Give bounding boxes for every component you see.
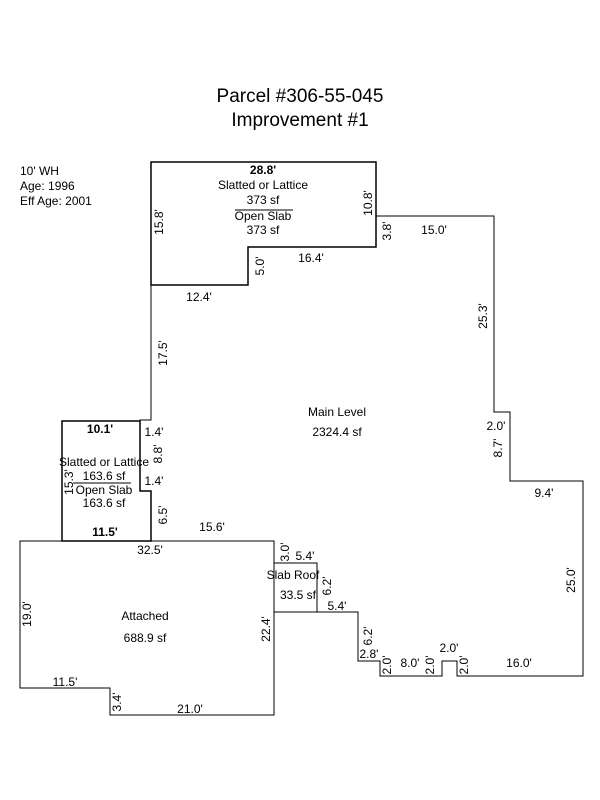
dim-11-5-top: 11.5' (92, 525, 118, 539)
dim-5-4-b: 5.4' (328, 599, 347, 613)
dim-32-5: 32.5' (137, 543, 163, 557)
main-level-sf: 2324.4 sf (312, 425, 362, 439)
left-porch-sf-2: 163.6 sf (83, 496, 126, 510)
dim-21-0: 21.0' (177, 702, 203, 716)
dim-5-0: 5.0' (253, 257, 267, 276)
dim-2-8: 2.8' (360, 647, 379, 661)
dim-9-4: 9.4' (535, 486, 554, 500)
left-porch-label-1: Slatted or Lattice (59, 455, 149, 469)
dim-22-4: 22.4' (259, 616, 273, 642)
garage-outline (19, 540, 275, 716)
slab-roof-sf: 33.5 sf (280, 588, 317, 602)
dim-2-0-right: 2.0' (487, 419, 506, 433)
dim-15-6: 15.6' (199, 520, 225, 534)
dim-8-7: 8.7' (491, 439, 505, 458)
dim-top-left: 15.8' (152, 209, 166, 235)
top-porch-label-1: Slatted or Lattice (218, 178, 308, 192)
dim-16-0: 16.0' (506, 656, 532, 670)
improvement-title: Improvement #1 (231, 110, 369, 131)
dim-25-3: 25.3' (476, 303, 490, 329)
slab-roof-label: Slab Roof (267, 568, 320, 582)
dim-12-4: 12.4' (186, 290, 212, 304)
dim-2-0-b: 2.0' (423, 656, 437, 675)
dim-17-5: 17.5' (156, 340, 170, 366)
dim-15-0: 15.0' (421, 223, 447, 237)
dim-2-0-c: 2.0' (440, 641, 459, 655)
left-porch-sf-1: 163.6 sf (83, 469, 126, 483)
dim-25-0: 25.0' (564, 567, 578, 593)
dim-5-4-a: 5.4' (296, 549, 315, 563)
left-porch-label-2: Open Slab (76, 483, 133, 497)
dim-11-5-bottom: 11.5' (53, 675, 78, 689)
wh-label: 10' WH (20, 164, 59, 178)
top-porch-sf-1: 373 sf (247, 193, 280, 207)
dim-15-3: 15.3' (62, 469, 76, 495)
dim-10-1: 10.1' (87, 422, 113, 436)
dim-16-4: 16.4' (298, 251, 324, 265)
dim-1-4-b: 1.4' (145, 474, 164, 488)
parcel-title: Parcel #306-55-045 (216, 86, 384, 107)
top-porch-outline (150, 161, 377, 286)
dim-6-5: 6.5' (156, 506, 170, 525)
dim-3-0: 3.0' (278, 543, 292, 562)
top-porch-sf-2: 373 sf (247, 223, 280, 237)
eff-age-label: Eff Age: 2001 (20, 194, 92, 208)
slab-roof-outline (274, 562, 318, 613)
age-label: Age: 1996 (20, 179, 75, 193)
dim-8-0: 8.0' (401, 656, 420, 670)
dim-19-0: 19.0' (20, 601, 34, 627)
top-porch-label-2: Open Slab (235, 209, 292, 223)
dim-2-0-a: 2.0' (380, 656, 394, 675)
main-level-label: Main Level (308, 405, 366, 419)
garage-label: Attached (121, 609, 168, 623)
dim-top-width: 28.8' (250, 163, 276, 177)
dim-3-8: 3.8' (380, 222, 394, 241)
dim-3-4: 3.4' (110, 693, 124, 712)
garage-sf: 688.9 sf (124, 631, 167, 645)
dim-2-0-d: 2.0' (457, 656, 471, 675)
dim-8-8: 8.8' (151, 445, 165, 464)
dim-1-4-a: 1.4' (145, 425, 164, 439)
dim-6-2-b: 6.2' (361, 627, 375, 646)
dim-top-right: 10.8' (361, 190, 375, 216)
dim-6-2-a: 6.2' (320, 577, 334, 596)
